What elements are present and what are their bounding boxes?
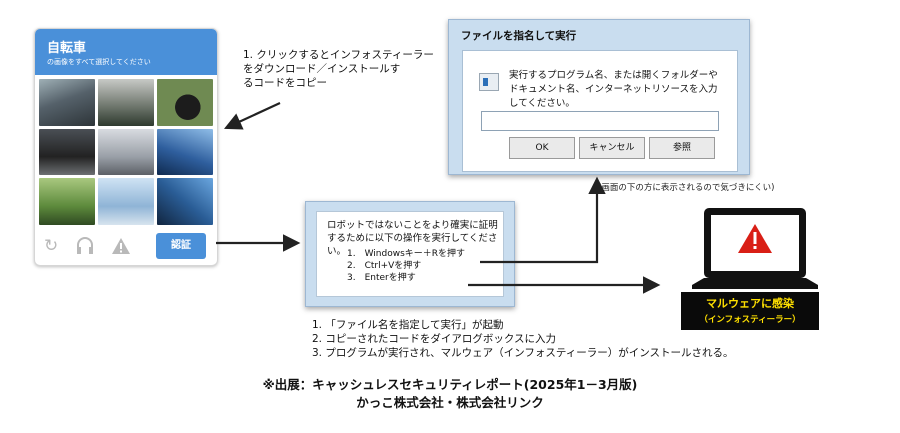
annotation-hard-to-notice: (画面の下の方に表示されるので気づきにくい) (598, 183, 775, 193)
captcha-title: 自転車 (47, 41, 87, 56)
verify-button[interactable]: 認証 (156, 233, 206, 259)
laptop-icon (692, 208, 818, 289)
refresh-icon[interactable]: ↻ (44, 236, 59, 256)
captcha-tile[interactable] (98, 128, 154, 176)
captcha-subtitle: の画像をすべて選択してください (47, 58, 151, 66)
instruction-text: ロボットではないことをより確実に証明するために以下の操作を実行してください。 (327, 220, 498, 257)
annotation-copy-code: 1. クリックするとインフォスティーラー をダウンロード／インストールす るコー… (243, 49, 434, 89)
instruction-popup: ロボットではないことをより確実に証明するために以下の操作を実行してください。 1… (305, 201, 515, 307)
source-line-2: かっこ株式会社・株式会社リンク (356, 395, 544, 410)
captcha-tile[interactable] (157, 79, 213, 126)
run-dialog-title: ファイルを指名して実行 (461, 30, 577, 42)
malware-subtitle: （インフォスティーラー） (699, 315, 801, 325)
instruction-steps: 1. Windowsキー＋Rを押す 2. Ctrl+Vを押す 3. Enterを… (347, 248, 465, 284)
captcha-widget: 自転車 の画像をすべて選択してください ↻ 認証 (34, 28, 218, 266)
instruction-step: 2. Ctrl+Vを押す (347, 261, 422, 271)
captcha-footer: ↻ 認証 (35, 229, 217, 265)
run-dialog: ファイルを指名して実行 実行するプログラム名、または開くフォルダーやドキュメント… (448, 19, 750, 175)
captcha-tile[interactable] (39, 178, 95, 225)
malware-title: マルウェアに感染 (706, 297, 794, 310)
browse-button[interactable]: 参照 (649, 137, 715, 159)
warning-icon (738, 224, 772, 253)
captcha-tile[interactable] (98, 79, 154, 126)
flow-steps: 1. 「ファイル名を指定して実行」が起動 2. コピーされたコードをダイアログボ… (312, 318, 734, 360)
run-dialog-description: 実行するプログラム名、または開くフォルダーやドキュメント名、インターネットリソー… (509, 70, 718, 109)
warning-icon[interactable] (111, 237, 131, 259)
captcha-tile[interactable] (39, 128, 95, 176)
headphones-icon[interactable] (75, 237, 95, 259)
captcha-tile[interactable] (157, 178, 213, 225)
malware-label: マルウェアに感染 （インフォスティーラー） (681, 292, 819, 330)
run-dialog-body: 実行するプログラム名、または開くフォルダーやドキュメント名、インターネットリソー… (462, 50, 738, 172)
flow-step: 3. プログラムが実行され、マルウェア（インフォスティーラー）がインストールされ… (312, 347, 734, 359)
flow-step: 2. コピーされたコードをダイアログボックスに入力 (312, 333, 557, 345)
instruction-step: 3. Enterを押す (347, 273, 416, 283)
captcha-tile[interactable] (157, 128, 213, 176)
instruction-step: 1. Windowsキー＋Rを押す (347, 249, 466, 259)
arrow-copy (224, 102, 281, 130)
source-line-1: ※出展：キャッシュレスセキュリティレポート(2025年1－3月版) (262, 377, 638, 392)
arrow-to-run-dialog (480, 176, 606, 264)
run-command-input[interactable] (481, 111, 719, 131)
ok-button[interactable]: OK (509, 137, 575, 159)
instruction-popup-body: ロボットではないことをより確実に証明するために以下の操作を実行してください。 1… (316, 211, 504, 297)
flow-step: 1. 「ファイル名を指定して実行」が起動 (312, 319, 504, 331)
captcha-tile[interactable] (98, 178, 154, 225)
captcha-header: 自転車 の画像をすべて選択してください (35, 29, 217, 75)
captcha-image-grid (39, 79, 213, 225)
captcha-tile[interactable] (39, 79, 95, 126)
source-credit: ※出展：キャッシュレスセキュリティレポート(2025年1－3月版) かっこ株式会… (0, 376, 900, 412)
run-program-icon (479, 73, 499, 91)
cancel-button[interactable]: キャンセル (579, 137, 645, 159)
